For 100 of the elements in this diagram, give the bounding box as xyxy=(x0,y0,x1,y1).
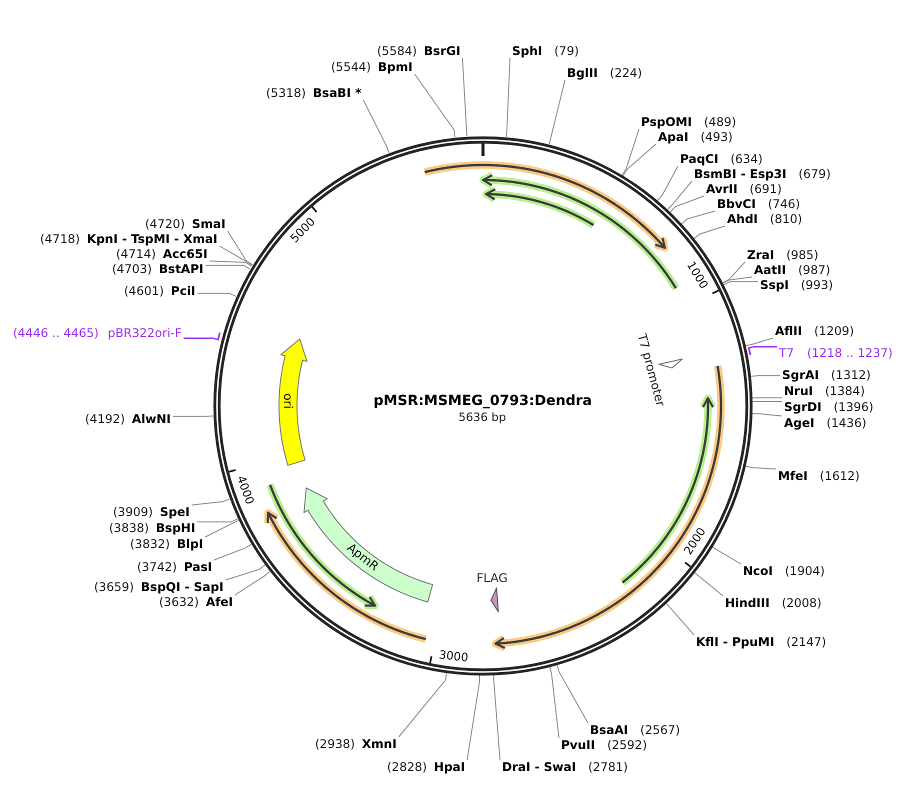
tick-label: 4000 xyxy=(234,474,256,506)
leader-line xyxy=(752,401,782,402)
enzyme-name: SspI xyxy=(760,278,789,292)
enzyme-name: ZraI xyxy=(747,248,774,262)
primer-range: (1218 .. 1237) xyxy=(806,346,893,360)
leader-line xyxy=(750,375,780,377)
leader-line xyxy=(556,664,588,724)
leader-line xyxy=(622,128,640,176)
enzyme-name: NcoI xyxy=(743,564,773,578)
leader-line xyxy=(466,674,480,760)
enzyme-name: HindIII xyxy=(725,596,770,610)
enzyme-name: PaqCI xyxy=(680,152,718,166)
cut-position: (993) xyxy=(800,278,834,292)
leader-line xyxy=(462,58,468,137)
cut-position: (1312) xyxy=(830,368,871,382)
leader-line xyxy=(681,210,716,224)
leader-line xyxy=(622,144,656,176)
cut-position: (1904) xyxy=(784,564,825,578)
cut-position: (493) xyxy=(700,130,733,144)
enzyme-name: SphI xyxy=(512,44,542,58)
feature-label: ori xyxy=(280,392,295,408)
cut-position: (810) xyxy=(770,212,802,226)
enzyme-name: SgrAI xyxy=(782,368,819,382)
leader-line xyxy=(191,498,230,506)
cut-position: (4718) xyxy=(40,232,80,246)
cut-position: (746) xyxy=(768,197,800,211)
leader-line xyxy=(204,264,250,270)
leader-line xyxy=(362,100,390,154)
leader-line xyxy=(722,262,746,284)
cut-position: (3838) xyxy=(109,521,149,535)
leader-line xyxy=(506,58,510,138)
enzyme-name: SpeI xyxy=(160,505,190,519)
primer-name: T7 xyxy=(779,346,794,360)
leader-line xyxy=(414,74,456,138)
plasmid-size: 5636 bp xyxy=(458,410,506,424)
enzyme-name: BglII xyxy=(567,66,598,80)
cut-position: (3832) xyxy=(130,537,170,551)
enzyme-name: MfeI xyxy=(778,469,808,483)
leader-line xyxy=(214,544,252,560)
enzyme-name: ApaI xyxy=(658,130,688,144)
enzyme-name: XmnI xyxy=(362,737,397,751)
cut-position: (1384) xyxy=(824,384,865,398)
enzyme-name: KpnI - TspMI - XmaI xyxy=(86,232,218,246)
leader-line xyxy=(722,276,752,284)
leader-line xyxy=(751,413,782,416)
cut-position: (985) xyxy=(786,248,818,262)
leader-line xyxy=(712,546,742,564)
leader-line xyxy=(219,246,253,266)
leader-line xyxy=(548,80,566,145)
enzyme-name: BsaBI * xyxy=(312,86,362,100)
leader-line xyxy=(184,332,221,342)
cut-position: (1436) xyxy=(826,416,866,430)
tick-label: 3000 xyxy=(438,648,470,664)
leader-line xyxy=(694,572,724,596)
leader-line xyxy=(204,520,240,538)
enzyme-name: KflI - PpuMI xyxy=(696,635,774,649)
enzyme-name: BsmBI - Esp3I xyxy=(694,167,786,181)
cut-position: (634) xyxy=(730,152,763,166)
cut-position: (79) xyxy=(554,44,579,58)
enzyme-name: BspHI xyxy=(156,521,196,535)
enzyme-name: AhdI xyxy=(727,212,758,226)
cut-position: (4703) xyxy=(112,262,152,276)
leader-line xyxy=(196,292,236,297)
leader-line xyxy=(225,564,266,580)
cut-position: (679) xyxy=(798,167,831,181)
leader-line xyxy=(549,666,560,738)
cut-position: (5584) xyxy=(377,44,417,58)
enzyme-name: SgrDI xyxy=(784,400,822,414)
cut-position: (2008) xyxy=(782,596,822,610)
cut-position: (4720) xyxy=(145,217,185,231)
leader-line xyxy=(209,260,252,267)
enzyme-name: BstAPI xyxy=(158,262,204,276)
cut-position: (2828) xyxy=(387,760,427,774)
enzyme-name: BbvCI xyxy=(717,197,756,211)
enzyme-name: AlwNI xyxy=(132,412,171,426)
cut-position: (2938) xyxy=(315,737,355,751)
cut-position: (3632) xyxy=(159,595,199,609)
cut-position: (4601) xyxy=(124,284,164,298)
cut-position: (3742) xyxy=(137,560,177,574)
leader-line xyxy=(234,570,271,596)
cut-position: (1612) xyxy=(820,469,860,483)
enzyme-name: HpaI xyxy=(434,760,466,774)
cut-position: (2592) xyxy=(607,738,647,752)
leader-line xyxy=(748,346,777,356)
cut-position: (4714) xyxy=(116,247,156,261)
enzyme-name: AatII xyxy=(754,263,786,277)
leader-line xyxy=(744,466,776,470)
cut-position: (2567) xyxy=(640,723,680,737)
enzyme-name: AvrII xyxy=(706,182,738,196)
cut-position: (3909) xyxy=(113,505,153,519)
enzyme-name: PasI xyxy=(184,560,212,574)
leader-line xyxy=(196,518,238,522)
enzyme-name: AfeI xyxy=(206,595,234,609)
leader-line xyxy=(723,281,758,286)
cut-position: (489) xyxy=(704,115,736,129)
enzyme-name: BlpI xyxy=(176,537,204,551)
leader-line xyxy=(665,602,694,636)
cut-position: (1396) xyxy=(834,400,874,414)
primer-name: pBR322ori-F xyxy=(108,326,182,340)
cut-position: (2147) xyxy=(786,635,826,649)
